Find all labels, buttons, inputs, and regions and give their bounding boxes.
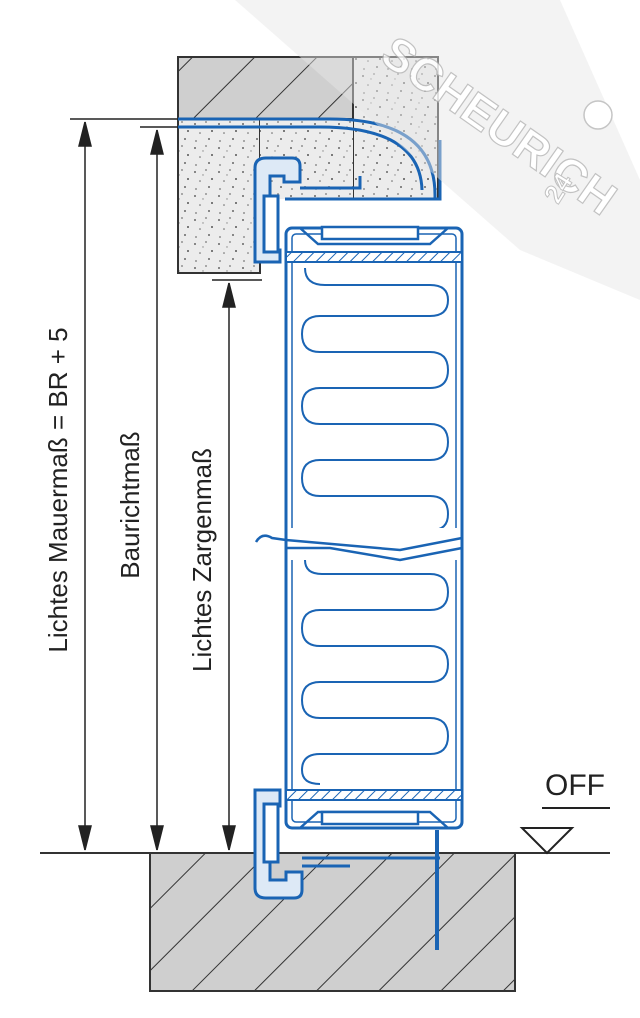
top-seal-small-lip (300, 176, 362, 190)
break-gap (250, 528, 475, 560)
dim-arrow-mauermass-bottom (78, 825, 92, 851)
top-seal-curve (178, 117, 437, 199)
watermark-leaf-icon (583, 100, 613, 130)
door-core-upper (300, 267, 450, 531)
dim-arrow-baurichtmass-bottom (150, 825, 164, 851)
door-top-seal (320, 225, 420, 241)
floor-slab (40, 852, 610, 992)
floor-hatched-block (149, 852, 516, 992)
watermark-diagonal-band (235, 0, 640, 300)
label-lichtes-mauermass: Lichtes Mauermaß = BR + 5 (43, 327, 73, 652)
label-lichtes-zargenmass: Lichtes Zargenmaß (187, 448, 217, 672)
dimension-lines (70, 118, 262, 851)
door-bottom-seal (320, 810, 420, 826)
dim-arrow-mauermass-top (78, 121, 92, 147)
door-leaf (250, 225, 475, 830)
upper-frame-profile (253, 156, 302, 264)
break-line-lower (286, 546, 463, 562)
upper-frame-gasket (262, 194, 280, 254)
label-off: OFF (545, 769, 605, 802)
dim-arrow-zargenmass-bottom (222, 825, 236, 851)
break-line-upper (254, 534, 463, 552)
lintel-side-insulation (352, 56, 439, 200)
label-baurichtmass: Baurichtmaß (115, 431, 145, 578)
door-bottom-reinforcement (285, 789, 463, 801)
lower-frame-profile (253, 788, 440, 950)
top-seal-profile (178, 117, 442, 201)
lintel-insulation-block (177, 118, 261, 274)
door-top-reinforcement (285, 251, 463, 263)
door-top-edge-profile (299, 227, 449, 246)
top-seal-inner-curve (178, 125, 424, 191)
door-core-lower (300, 559, 450, 785)
lower-frame-gasket (262, 802, 280, 864)
off-triangle-icon (519, 827, 575, 855)
off-floor-marker: OFF (519, 769, 610, 855)
lintel-hatched-block (177, 56, 354, 120)
dim-arrow-baurichtmass-top (150, 129, 164, 155)
top-frame-cap (285, 140, 442, 201)
dim-arrow-zargenmass-top (222, 282, 236, 308)
